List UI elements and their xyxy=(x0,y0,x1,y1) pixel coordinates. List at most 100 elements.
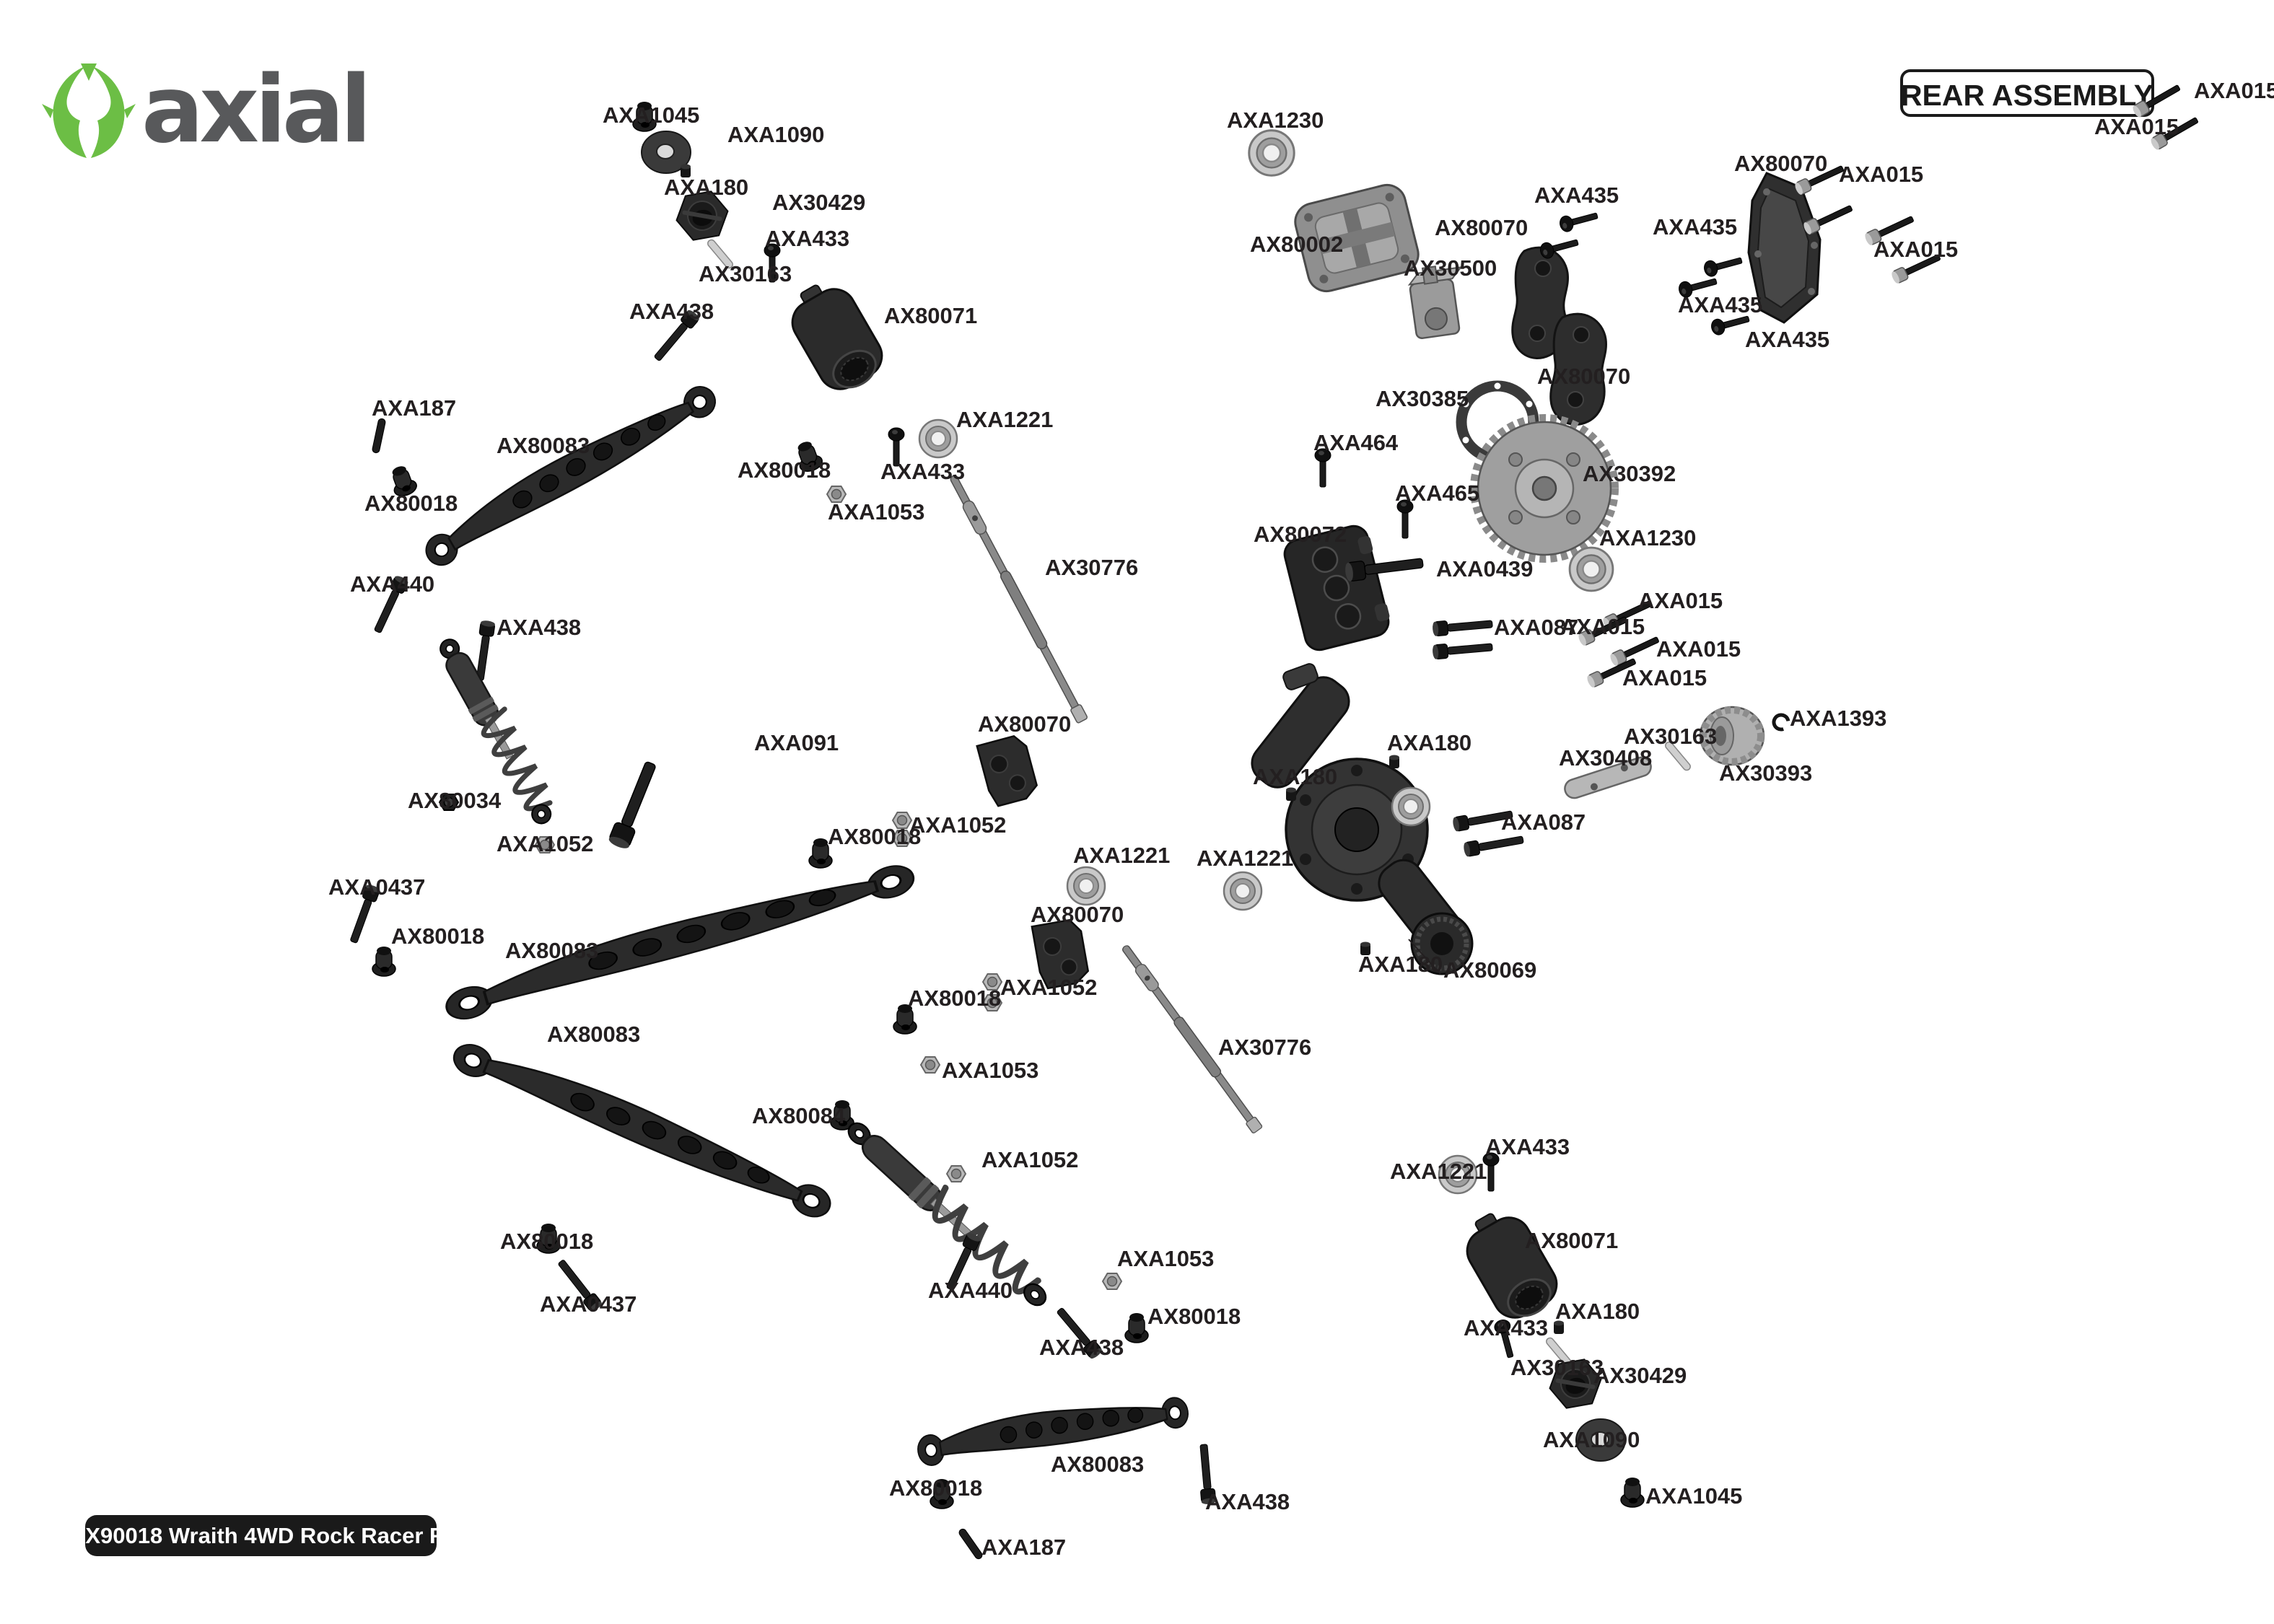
part-label-axa1052-31: AXA1052 xyxy=(1000,975,1097,1000)
part-label-ax80083-9: AX80083 xyxy=(497,433,590,458)
part-label-ax80083-51: AX80083 xyxy=(1051,1452,1144,1477)
part-label-axa1052-35: AXA1052 xyxy=(981,1147,1078,1172)
labels-layer: AXA1045AXA1090AXA180AX30429AX30163AXA433… xyxy=(328,78,2274,1560)
diff-case-ax80002-icon xyxy=(1294,183,1420,293)
pin-axa187-icon xyxy=(957,1527,984,1561)
part-label-axa091-19: AXA091 xyxy=(754,730,839,755)
part-label-axa1053-13: AXA1053 xyxy=(828,499,924,524)
screw-axa087-icon xyxy=(1462,832,1525,858)
part-label-axa180-83: AXA180 xyxy=(1387,730,1471,755)
part-label-ax80018-11: AX80018 xyxy=(738,457,831,483)
part-label-ax30776-36: AX30776 xyxy=(1218,1035,1311,1060)
part-label-axa433-12: AXA433 xyxy=(880,459,965,484)
part-label-axa435-64: AXA435 xyxy=(1745,327,1829,352)
diff-locker-ax30500-icon xyxy=(1407,265,1463,340)
bushing-ax80018-icon xyxy=(372,946,396,977)
axle-housing-ax80069-icon xyxy=(1251,663,1474,975)
part-label-axa015-78: AXA015 xyxy=(1638,588,1723,613)
part-label-ax80083-23: AX80083 xyxy=(505,938,598,963)
part-label-axa1230-56: AXA1230 xyxy=(1227,107,1324,133)
part-label-axa0437-55: AXA0437 xyxy=(540,1291,637,1317)
link-ax80083-icon xyxy=(416,375,722,572)
part-label-axa1221-27: AXA1221 xyxy=(1197,846,1293,871)
part-label-axa438-17: AXA438 xyxy=(497,615,581,640)
axial-logo-icon xyxy=(42,63,136,158)
part-label-axa1090-48: AXA1090 xyxy=(1543,1427,1640,1452)
transmission-brace-ax80072-icon xyxy=(1283,524,1390,651)
part-label-ax30429-3: AX30429 xyxy=(772,190,865,215)
part-label-ax80071-7: AX80071 xyxy=(884,303,977,328)
part-label-axa0437-21: AXA0437 xyxy=(328,874,425,900)
setscrew-axa180-icon xyxy=(1389,755,1399,768)
part-label-axa440-38: AXA440 xyxy=(928,1278,1013,1303)
part-label-axa015-68: AXA015 xyxy=(1839,162,1923,187)
bevel-gear-ax30393-icon xyxy=(1699,706,1765,766)
part-label-axa1090-1: AXA1090 xyxy=(727,122,824,147)
part-label-ax30163-46: AX30163 xyxy=(1510,1355,1604,1380)
part-label-axa435-63: AXA435 xyxy=(1678,292,1762,317)
part-label-ax80084-34: AX80084 xyxy=(752,1103,846,1128)
part-label-ax80070-59: AX80070 xyxy=(1435,215,1528,240)
part-label-axa015-66: AXA015 xyxy=(2194,78,2274,103)
part-label-axa465-72: AXA465 xyxy=(1395,480,1479,506)
part-label-ax80018-32: AX80018 xyxy=(908,986,1001,1011)
gear-bracket-ax80070-icon xyxy=(1511,246,1607,426)
part-label-ax80018-10: AX80018 xyxy=(364,491,458,516)
page-title: REAR ASSEMBLY xyxy=(1901,79,2153,112)
part-label-ax30408-85: AX30408 xyxy=(1559,745,1652,771)
bearing-axa1221-icon xyxy=(1391,786,1431,827)
part-label-axa1230-75: AXA1230 xyxy=(1599,525,1696,550)
top-shaft-ax30408-icon xyxy=(1564,756,1652,799)
part-label-axa433-5: AXA433 xyxy=(765,226,849,251)
bushing-ax80018-icon xyxy=(1124,1312,1149,1343)
bracket-ax80070-icon xyxy=(976,732,1041,809)
part-label-axa1393-87: AXA1393 xyxy=(1790,706,1886,731)
diff-cover-ax80070-icon xyxy=(1747,172,1822,324)
part-label-ax30163-4: AX30163 xyxy=(699,261,792,286)
part-label-ax80070-29: AX80070 xyxy=(978,711,1071,737)
part-label-ax30776-15: AX30776 xyxy=(1045,555,1138,580)
part-label-ax80018-25: AX80018 xyxy=(828,824,921,849)
part-label-axa015-81: AXA015 xyxy=(1622,665,1707,690)
part-label-ax80002-57: AX80002 xyxy=(1250,232,1343,257)
part-label-ax80069-90: AX80069 xyxy=(1443,957,1536,983)
part-label-axa187-52: AXA187 xyxy=(981,1535,1066,1560)
part-label-axa440-16: AXA440 xyxy=(350,571,434,597)
part-label-axa180-82: AXA180 xyxy=(1253,764,1337,789)
bearing-axa1221-icon xyxy=(918,418,958,459)
pin-axa187-icon xyxy=(371,417,387,455)
leader-line-ax80069 xyxy=(1408,939,1441,975)
part-label-ax80018-22: AX80018 xyxy=(391,923,484,949)
screw-axa435-icon xyxy=(1702,252,1744,278)
parts-layer xyxy=(346,81,2201,1561)
part-label-ax80018-50: AX80018 xyxy=(889,1475,982,1501)
part-label-ax30429-47: AX30429 xyxy=(1593,1363,1687,1388)
part-label-axa087-77: AXA087 xyxy=(1494,615,1578,640)
part-label-ax30393-86: AX30393 xyxy=(1719,760,1812,786)
part-label-axa180-2: AXA180 xyxy=(664,175,748,200)
part-label-ax80072-73: AX80072 xyxy=(1254,522,1347,547)
part-label-axa433-42: AXA433 xyxy=(1485,1134,1570,1159)
footer-badge: C-AX90018 Wraith 4WD Rock Racer RTR xyxy=(45,1515,476,1556)
part-label-axa438-53: AXA438 xyxy=(1205,1489,1290,1514)
locknut-axa1053-icon xyxy=(920,1056,940,1074)
part-label-ax30500-58: AX30500 xyxy=(1404,255,1497,281)
part-label-axa1052-20: AXA1052 xyxy=(497,831,593,856)
part-label-axa1045-49: AXA1045 xyxy=(1645,1483,1742,1509)
part-label-ax30392-74: AX30392 xyxy=(1583,461,1676,486)
part-label-axa1221-41: AXA1221 xyxy=(1390,1159,1487,1184)
part-label-ax80070-30: AX80070 xyxy=(1031,902,1124,927)
part-label-axa1221-28: AXA1221 xyxy=(1073,843,1170,868)
part-label-axa433-44: AXA433 xyxy=(1464,1315,1548,1340)
setscrew-axa180-icon xyxy=(1286,787,1296,801)
part-label-ax30163-84: AX30163 xyxy=(1624,724,1717,749)
part-label-axa0439-76: AXA0439 xyxy=(1436,556,1533,581)
bearing-axa1230-icon xyxy=(1568,546,1614,592)
axial-logo: axial xyxy=(42,56,372,164)
part-label-axa015-80: AXA015 xyxy=(1656,636,1741,662)
part-label-axa015-79: AXA015 xyxy=(1560,614,1645,639)
bearing-axa1221-icon xyxy=(1066,866,1106,906)
part-label-axa438-6: AXA438 xyxy=(629,299,714,324)
part-label-ax80034-18: AX80034 xyxy=(408,788,502,813)
